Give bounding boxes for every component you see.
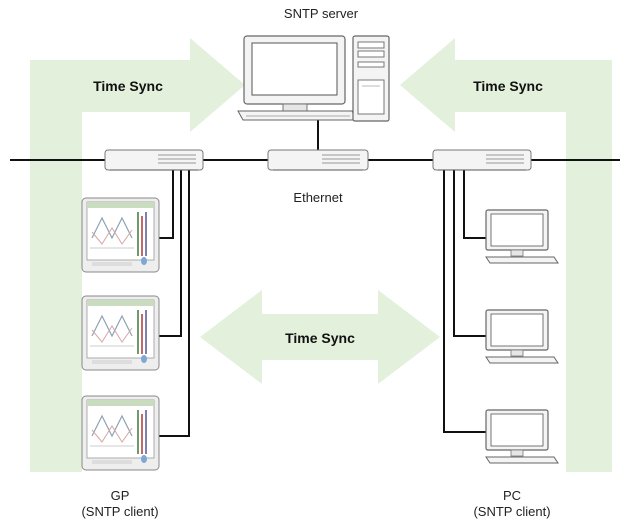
sync-arrow-left	[30, 38, 245, 472]
server-label: SNTP server	[283, 6, 359, 21]
sync-arrow-center	[200, 290, 440, 384]
sync-label-center: Time Sync	[285, 330, 355, 346]
hub-right	[432, 149, 532, 171]
gp-device-icon	[81, 197, 160, 273]
pc-monitor-icon	[485, 409, 559, 464]
sync-label-right: Time Sync	[473, 78, 543, 94]
sync-label-left: Time Sync	[93, 78, 163, 94]
hub-left	[104, 149, 204, 171]
gp-role-label: (SNTP client)	[81, 504, 159, 519]
pc-monitor-icon	[485, 209, 559, 264]
sync-arrow-right	[400, 38, 612, 472]
ethernet-label: Ethernet	[293, 190, 343, 205]
gp-label: GP	[110, 488, 130, 503]
gp-device-icon	[81, 295, 160, 371]
pc-monitor-icon	[485, 309, 559, 364]
pc-role-label: (SNTP client)	[473, 504, 551, 519]
sntp-server-icon	[237, 35, 390, 122]
pc-label: PC	[502, 488, 522, 503]
gp-device-icon	[81, 395, 160, 471]
hub-center	[267, 149, 369, 171]
